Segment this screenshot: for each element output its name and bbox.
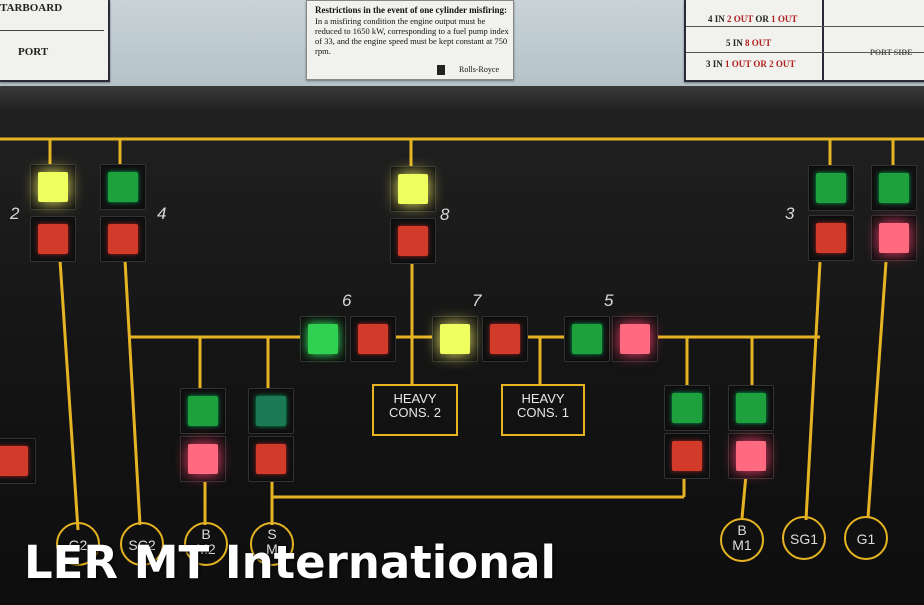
heavy-consumer-2-box: HEAVY CONS. 2 <box>372 384 458 436</box>
indicator-lamp-bm2-closed <box>180 388 226 434</box>
indicator-lamp-4-closed <box>100 164 146 210</box>
indicator-lamp-1-open <box>871 215 917 261</box>
indicator-lamp-bm1-open <box>728 433 774 479</box>
notice-title: Restrictions in the event of one cylinde… <box>315 5 508 15</box>
indicator-lamp-8-closed <box>390 166 436 212</box>
indicator-lamp-7-closed <box>432 316 478 362</box>
placard-left-row1: TARBOARD <box>0 2 63 14</box>
indicator-lamp-5-closed <box>564 316 610 362</box>
misfire-notice-placard: Restrictions in the event of one cylinde… <box>306 0 514 80</box>
indicator-lamp-bm1-closed <box>728 385 774 431</box>
indicator-lamp-3-open <box>808 215 854 261</box>
panel-top-edge <box>0 86 924 114</box>
breaker-number-7: 7 <box>472 291 482 310</box>
indicator-lamp-7-open <box>482 316 528 362</box>
placard-right-line3: 3 IN 1 OUT OR 2 OUT <box>706 59 796 69</box>
indicator-lamp-edge <box>0 438 36 484</box>
indicator-lamp-bm2-open <box>180 436 226 482</box>
indicator-lamp-2-closed <box>30 164 76 210</box>
notice-body: In a misfiring condition the engine outp… <box>315 16 509 56</box>
indicator-lamp-4-open <box>100 216 146 262</box>
placard-left-row2: PORT <box>18 46 49 58</box>
breaker-number-6: 6 <box>342 291 352 310</box>
indicator-lamp-5-open <box>612 316 658 362</box>
generator-sc2: SC2 <box>120 522 164 566</box>
generator-g2: G2 <box>56 522 100 566</box>
breaker-number-4: 4 <box>157 204 167 223</box>
placard-right-side: PORT SIDE <box>870 48 913 57</box>
indicator-lamp-6-open <box>350 316 396 362</box>
breaker-number-2: 2 <box>10 204 20 223</box>
heavy-consumer-1-box: HEAVY CONS. 1 <box>501 384 585 436</box>
watermark-text: LER MT International <box>24 536 556 589</box>
notice-brand: Rolls-Royce <box>459 65 499 74</box>
generator-g1: G1 <box>844 516 888 560</box>
indicator-lamp-sm-open <box>248 436 294 482</box>
indicator-lamp-bm1-aux-closed <box>664 385 710 431</box>
placard-left: TARBOARD PORT <box>0 0 110 82</box>
breaker-number-8: 8 <box>440 205 450 224</box>
indicator-lamp-2-open <box>30 216 76 262</box>
indicator-lamp-bm1-aux-open <box>664 433 710 479</box>
generator-sg1: SG1 <box>782 516 826 560</box>
rolls-royce-logo-icon <box>437 65 445 75</box>
breaker-number-3: 3 <box>785 204 795 223</box>
indicator-lamp-3-closed <box>808 165 854 211</box>
indicator-lamp-6-closed <box>300 316 346 362</box>
placard-right-line1: 4 IN 2 OUT OR 1 OUT <box>708 14 798 24</box>
indicator-lamp-sm-closed <box>248 388 294 434</box>
placard-right: 4 IN 2 OUT OR 1 OUT 5 IN 8 OUT 3 IN 1 OU… <box>684 0 924 82</box>
indicator-lamp-1-closed <box>871 165 917 211</box>
placard-right-line2: 5 IN 8 OUT <box>726 38 772 48</box>
indicator-lamp-8-open <box>390 218 436 264</box>
breaker-number-5: 5 <box>604 291 614 310</box>
